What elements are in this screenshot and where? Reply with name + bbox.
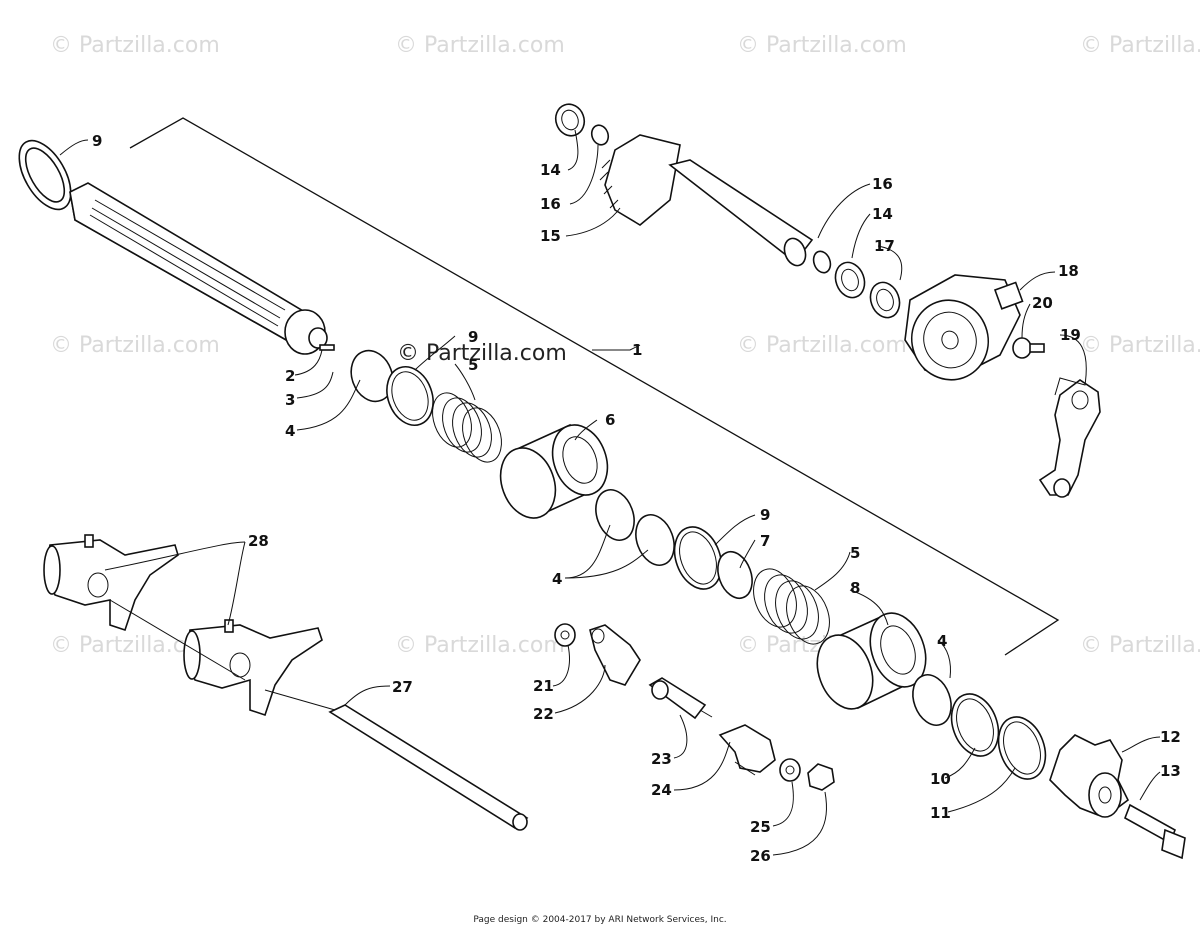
- callout-6: 6: [605, 411, 615, 429]
- callout-27: 27: [392, 678, 413, 696]
- callout-26: 26: [750, 847, 771, 865]
- callout-4: 4: [285, 422, 295, 440]
- springs-and-washers-middle: [595, 489, 830, 645]
- shift-forks: [43, 534, 529, 831]
- shift-drum: [18, 139, 335, 355]
- watermark: © Partzilla.com: [395, 633, 565, 658]
- callout-7: 7: [760, 532, 770, 550]
- callout-18: 18: [1058, 262, 1079, 280]
- watermark: © Partzilla.com: [50, 333, 220, 358]
- callout-4: 4: [937, 632, 947, 650]
- callout-10: 10: [930, 770, 951, 788]
- shift-shaft: [554, 103, 901, 319]
- collar-8: [816, 612, 927, 710]
- partzilla-stamp: © Partzilla.com: [397, 341, 567, 366]
- callout-2: 2: [285, 367, 295, 385]
- watermark: © Partzilla.com: [50, 33, 220, 58]
- callout-11: 11: [930, 804, 951, 822]
- watermark: © Partzilla.com: [1080, 633, 1200, 658]
- callout-19: 19: [1060, 326, 1081, 344]
- callout-23: 23: [651, 750, 672, 768]
- callout-25: 25: [750, 818, 771, 836]
- callout-22: 22: [533, 705, 554, 723]
- callout-9: 9: [92, 132, 102, 150]
- watermark: © Partzilla.com: [395, 33, 565, 58]
- callout-20: 20: [1032, 294, 1053, 312]
- assembly-bracket: [129, 117, 1060, 656]
- callout-17: 17: [874, 237, 895, 255]
- callout-15: 15: [540, 227, 561, 245]
- callout-1: 1: [632, 341, 642, 359]
- watermark: © Partzilla.com: [1080, 333, 1200, 358]
- callout-9: 9: [468, 328, 478, 346]
- callout-21: 21: [533, 677, 554, 695]
- callout-28: 28: [248, 532, 269, 550]
- callout-8: 8: [850, 579, 860, 597]
- callout-5: 5: [468, 356, 478, 374]
- callout-14: 14: [540, 161, 561, 179]
- page-footer: Page design © 2004-2017 by ARI Network S…: [473, 915, 727, 925]
- callout-24: 24: [651, 781, 672, 799]
- callout-12: 12: [1160, 728, 1181, 746]
- watermark: © Partzilla.com: [737, 333, 907, 358]
- callout-13: 13: [1160, 762, 1181, 780]
- callout-3: 3: [285, 391, 295, 409]
- callout-9: 9: [760, 506, 770, 524]
- callout-14: 14: [872, 205, 893, 223]
- collar-6: [499, 423, 609, 519]
- callout-16: 16: [872, 175, 893, 193]
- callout-4: 4: [552, 570, 562, 588]
- star-gear-assembly: [912, 674, 1186, 860]
- detent-assembly: [554, 623, 835, 791]
- callout-5: 5: [850, 544, 860, 562]
- springs-and-washers-upper: [350, 349, 502, 463]
- callout-16: 16: [540, 195, 561, 213]
- callout-labels: 9 1 2 3 4 9 5 6 4 9 7 5 8 4 10 11 12 13 …: [92, 132, 1181, 865]
- shift-arm: [1012, 337, 1101, 498]
- position-sensor-housing: [904, 274, 1024, 381]
- watermark: © Partzilla.com: [737, 33, 907, 58]
- leader-lines: [59, 129, 1161, 856]
- watermark: © Partzilla.com: [1080, 33, 1200, 58]
